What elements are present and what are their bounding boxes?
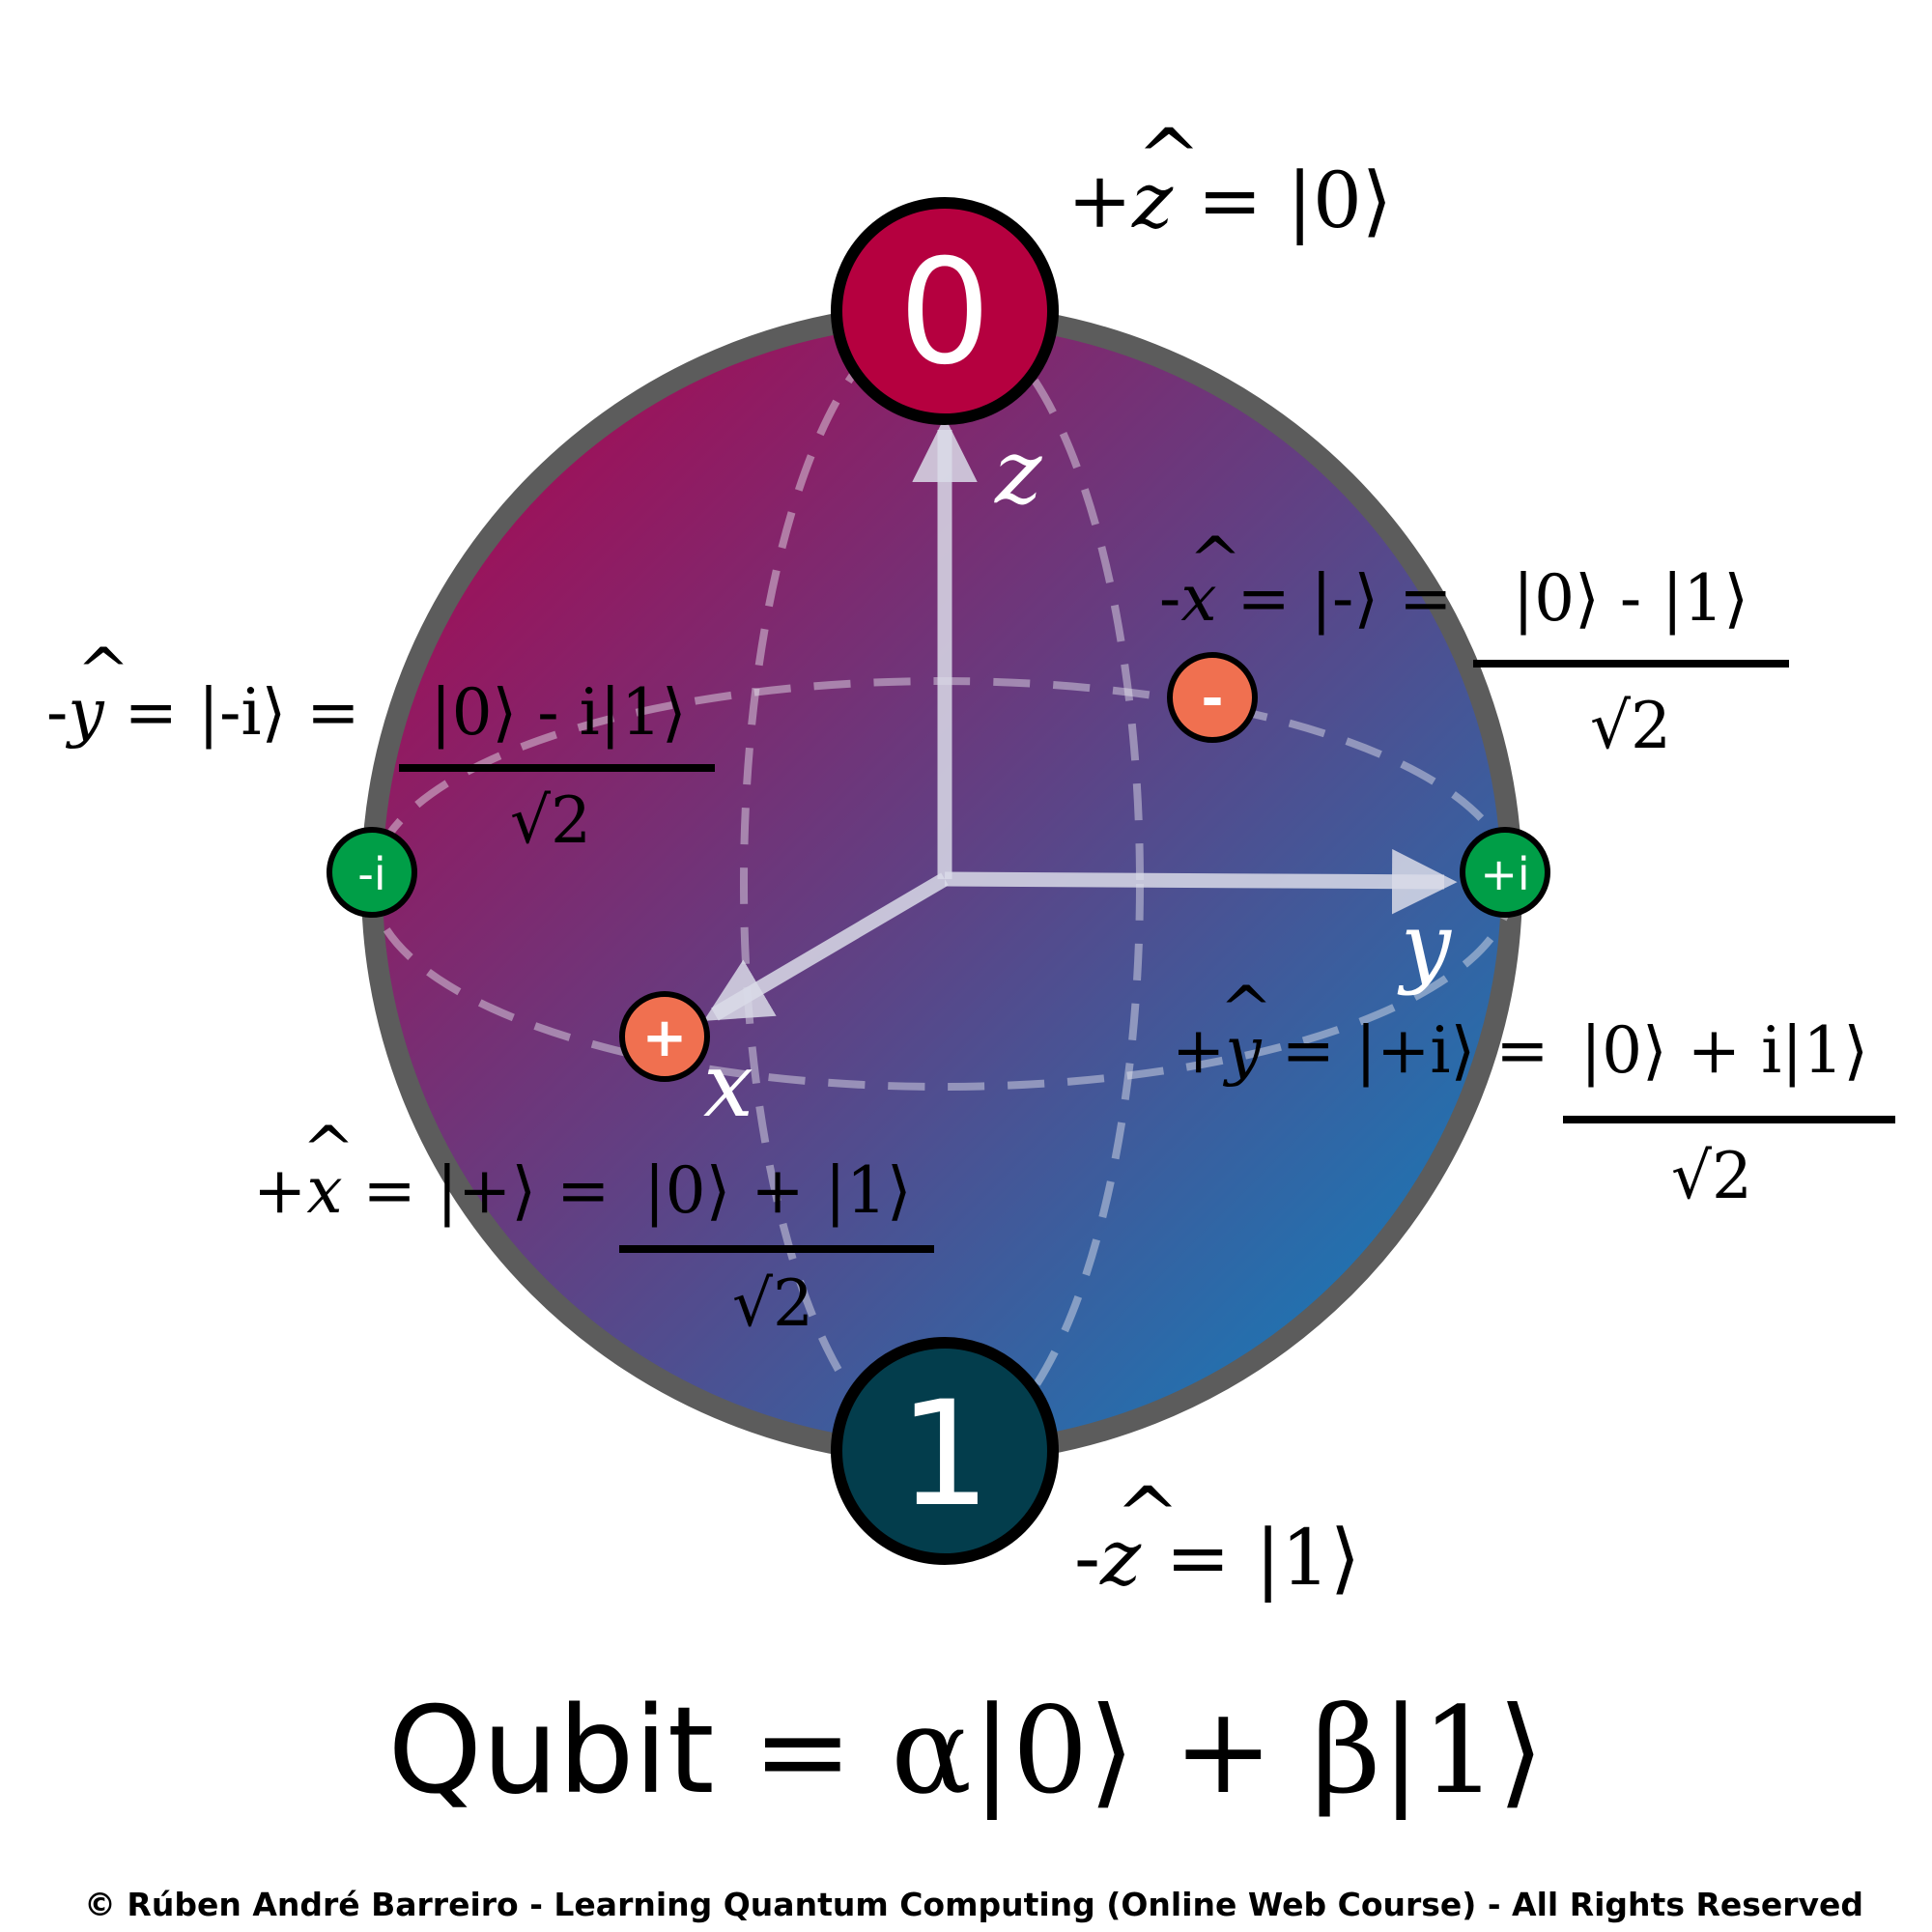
plus-y-hat: ^: [1219, 973, 1272, 1047]
x-axis-label: x: [703, 1034, 753, 1137]
plus-z-hat: ^: [1136, 112, 1201, 202]
z-axis-label: z: [994, 420, 1042, 524]
plus-x-denominator: √2: [732, 1266, 813, 1341]
state-zero-label: 0: [898, 229, 990, 397]
plus-state-label: +: [642, 1007, 688, 1069]
minus-y-hat: ^: [76, 635, 129, 709]
qubit-formula-rest: = α|0⟩ + β|1⟩: [715, 1682, 1545, 1821]
svg-text:-y = |-i⟩ =: -y = |-i⟩ =: [46, 675, 360, 750]
minus-y-rest: = |-i⟩ =: [104, 675, 360, 750]
y-axis-arrow: [944, 848, 1458, 915]
minus-state-label: -: [1201, 668, 1223, 730]
plus-x-rest: = |+⟩ =: [343, 1153, 611, 1228]
svg-text:-z = |1⟩: -z = |1⟩: [1074, 1513, 1360, 1603]
y-axis-label: y: [1397, 894, 1452, 997]
minus-y-equation: -y = |-i⟩ = ^ |0⟩ - i|1⟩ √2: [46, 635, 715, 858]
state-one-label: 1: [898, 1371, 990, 1539]
plus-i-state-label: +i: [1480, 848, 1529, 900]
plus-x-hat: ^: [301, 1113, 355, 1187]
minus-z-equation: -z = |1⟩ ^: [1074, 1470, 1360, 1603]
plus-x-var: x: [306, 1153, 342, 1228]
plus-x-sign: +: [253, 1153, 306, 1228]
plus-state-point: +: [619, 991, 710, 1082]
plus-z-sign: +: [1067, 156, 1132, 245]
qubit-word: Qubit: [388, 1682, 715, 1821]
minus-x-rest: = |-⟩ =: [1217, 561, 1453, 636]
plus-z-equation: +z = |0⟩ ^: [1067, 112, 1392, 245]
minus-x-sign: -: [1159, 561, 1180, 636]
state-zero-pole: 0: [831, 197, 1059, 425]
plus-y-rest: = |+i⟩ =: [1262, 1013, 1549, 1088]
minus-y-denominator: √2: [510, 783, 591, 858]
plus-y-equation: +y = |+i⟩ = ^ |0⟩ + i|1⟩ √2: [1172, 973, 1895, 1213]
minus-z-rest: = |1⟩: [1141, 1513, 1360, 1603]
plus-y-var: y: [1222, 1013, 1262, 1088]
svg-text:+y = |+i⟩ =: +y = |+i⟩ =: [1172, 1013, 1549, 1088]
plus-z-var: z: [1131, 156, 1174, 245]
minus-x-equation: -x = |-⟩ = ^ |0⟩ - |1⟩ √2: [1159, 524, 1789, 763]
minus-y-sign: -: [46, 675, 68, 750]
qubit-formula: Qubit = α|0⟩ + β|1⟩: [388, 1682, 1545, 1821]
minus-z-hat: ^: [1115, 1470, 1179, 1560]
svg-text:+x = |+⟩ =: +x = |+⟩ =: [253, 1153, 610, 1228]
svg-text:+z = |0⟩: +z = |0⟩: [1067, 156, 1392, 245]
minus-x-numerator: |0⟩ - |1⟩: [1513, 561, 1748, 636]
copyright-notice: © Rúben André Barreiro - Learning Quantu…: [84, 1886, 1863, 1923]
minus-x-denominator: √2: [1590, 689, 1671, 763]
minus-z-var: z: [1099, 1513, 1142, 1603]
minus-y-numerator: |0⟩ - i|1⟩: [430, 675, 686, 750]
minus-x-var: x: [1180, 561, 1216, 636]
state-one-pole: 1: [831, 1337, 1059, 1565]
plus-y-sign: +: [1172, 1013, 1225, 1088]
minus-x-hat: ^: [1188, 524, 1241, 598]
svg-text:-x = |-⟩ =: -x = |-⟩ =: [1159, 561, 1452, 636]
plus-x-equation: +x = |+⟩ = ^ |0⟩ + |1⟩ √2: [253, 1113, 934, 1341]
plus-y-numerator: |0⟩ + i|1⟩: [1580, 1013, 1868, 1088]
plus-y-denominator: √2: [1671, 1139, 1752, 1213]
plus-z-rest: = |0⟩: [1173, 156, 1392, 245]
plus-x-numerator: |0⟩ + |1⟩: [643, 1153, 911, 1228]
minus-z-sign: -: [1074, 1513, 1100, 1603]
plus-i-state-point: +i: [1460, 827, 1550, 918]
minus-y-var: y: [65, 675, 104, 750]
minus-state-point: -: [1167, 652, 1258, 743]
minus-i-state-label: -i: [357, 848, 385, 900]
x-axis-arrow: [703, 872, 949, 1021]
minus-i-state-point: -i: [327, 827, 417, 918]
